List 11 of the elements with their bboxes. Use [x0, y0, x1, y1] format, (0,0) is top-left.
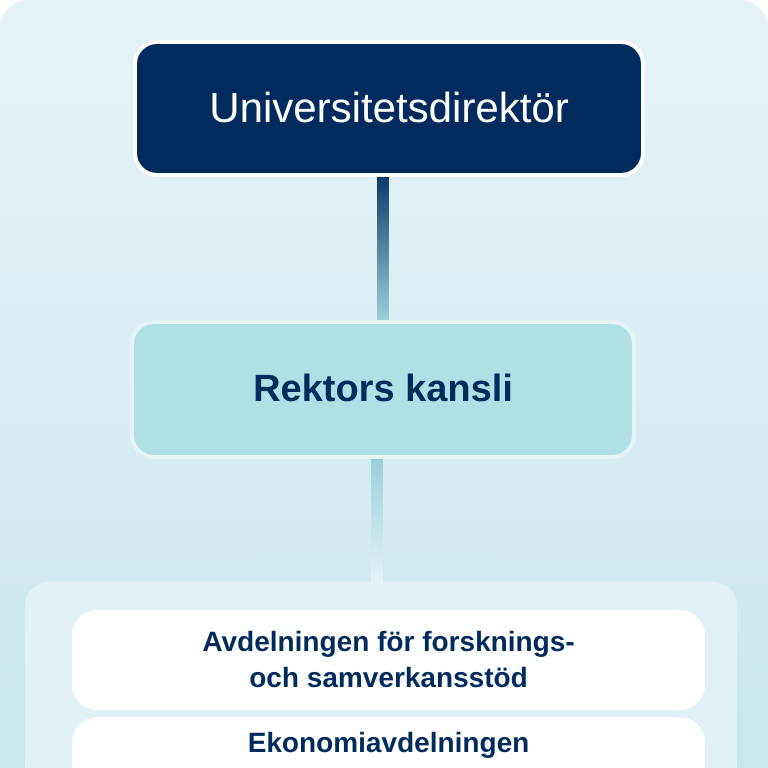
department-box — [72, 717, 705, 768]
unit-name: Universitetsdirektör — [209, 83, 569, 134]
director-box — [133, 40, 645, 177]
office-box — [130, 320, 636, 459]
unit-name: Rektors kansli — [253, 366, 513, 412]
department-box — [72, 610, 705, 710]
connector-line — [377, 177, 389, 320]
unit-name: Avdelningen för forsknings- och samverkansstöd — [201, 624, 576, 695]
connector-line — [371, 459, 383, 582]
department-group-panel — [25, 582, 737, 768]
unit-name: Ekonomiavdelningen — [248, 726, 530, 760]
